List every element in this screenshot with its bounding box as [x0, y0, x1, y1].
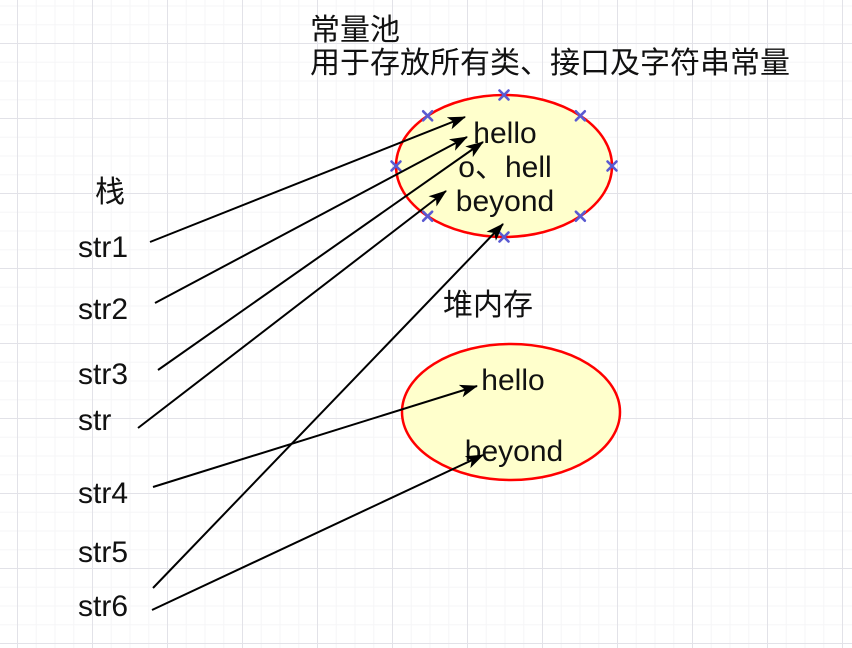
- arrow-str2-to-constant-pool-hello[interactable]: [154, 136, 468, 304]
- constant-pool-ellipse-selection-handle-6[interactable]: [390, 160, 402, 172]
- heap-text-beyond[interactable]: beyond: [464, 435, 564, 468]
- constant-pool-ellipse-selection-handle-7[interactable]: [421, 110, 434, 122]
- stack-var-str3[interactable]: str3: [78, 358, 129, 391]
- arrow-str1-to-constant-pool-hello[interactable]: [149, 116, 466, 243]
- stack-label[interactable]: 栈: [95, 176, 125, 209]
- arrow-str5-to-constant-pool-beyond[interactable]: [152, 223, 504, 589]
- constant-pool-ellipse-selection-handle-0[interactable]: [498, 89, 510, 101]
- constant-pool-ellipse-selection-handle-5[interactable]: [421, 210, 434, 222]
- arrow-str-to-constant-pool-beyond[interactable]: [137, 190, 447, 429]
- constant-pool-title[interactable]: 常量池 用于存放所有类、接口及字符串常量: [310, 14, 790, 80]
- stack-var-str5[interactable]: str5: [78, 536, 129, 569]
- stack-var-str2[interactable]: str2: [78, 293, 129, 326]
- constant-pool-ellipse-selection-handle-1[interactable]: [574, 110, 587, 122]
- stack-var-str4[interactable]: str4: [78, 477, 129, 510]
- constant-pool-text-beyond: beyond: [455, 185, 555, 218]
- arrow-str3-to-constant-pool-hello[interactable]: [157, 141, 484, 371]
- arrow-str4-to-heap-hello[interactable]: [152, 384, 478, 488]
- constant-pool-title-line2: 用于存放所有类、接口及字符串常量: [310, 47, 790, 80]
- constant-pool-ellipse-selection-handle-3[interactable]: [574, 210, 587, 222]
- constant-pool-text-hello: hello: [473, 117, 537, 150]
- heap-label[interactable]: 堆内存: [443, 289, 533, 322]
- stack-var-str6[interactable]: str6: [78, 590, 129, 623]
- heap-ellipse[interactable]: [400, 342, 622, 482]
- stack-var-str1[interactable]: str1: [78, 231, 129, 264]
- constant-pool-title-line1: 常量池: [310, 14, 400, 47]
- heap-text-hello[interactable]: hello: [481, 364, 545, 397]
- constant-pool-text[interactable]: hello o、hell beyond: [395, 117, 615, 219]
- arrow-str6-to-heap-beyond[interactable]: [151, 454, 484, 611]
- stack-var-str[interactable]: str: [78, 404, 112, 437]
- constant-pool-ellipse-selection-handle-2[interactable]: [606, 160, 618, 172]
